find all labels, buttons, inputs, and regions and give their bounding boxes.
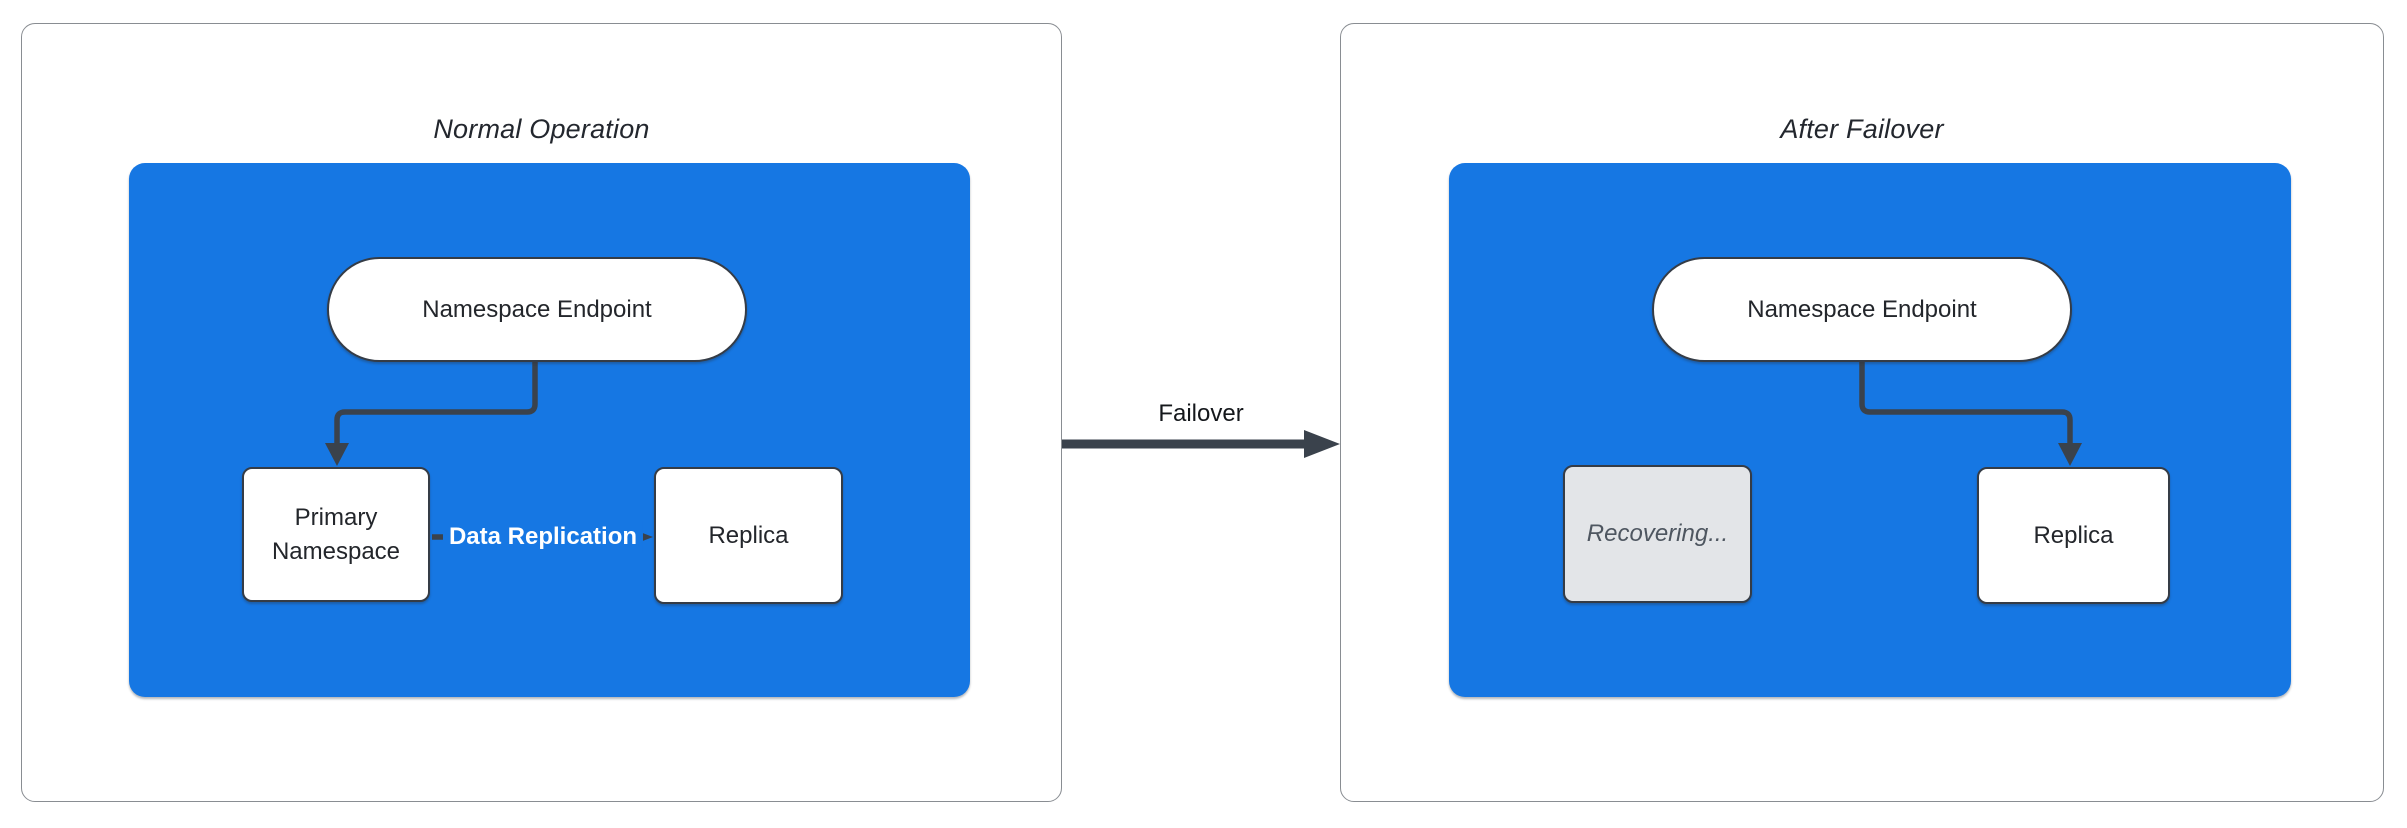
recovering-node: Recovering... xyxy=(1563,465,1752,603)
panel-title-normal-operation: Normal Operation xyxy=(433,114,650,144)
cluster-container-failover xyxy=(1449,163,2291,697)
arrowhead-right-icon xyxy=(1304,430,1340,458)
failover-label: Failover xyxy=(1158,400,1244,427)
panel-title-after-failover: After Failover xyxy=(1780,114,1944,144)
primary-namespace-node: Primary Namespace xyxy=(242,467,430,602)
failover-arrow xyxy=(1062,430,1340,458)
namespace-endpoint-node-failover: Namespace Endpoint xyxy=(1652,257,2072,362)
namespace-endpoint-node-normal: Namespace Endpoint xyxy=(327,257,747,362)
replica-node-failover: Replica xyxy=(1977,467,2170,604)
cluster-container-normal xyxy=(129,163,970,697)
data-replication-label: Data Replication xyxy=(442,521,644,553)
replica-node-normal: Replica xyxy=(654,467,843,604)
